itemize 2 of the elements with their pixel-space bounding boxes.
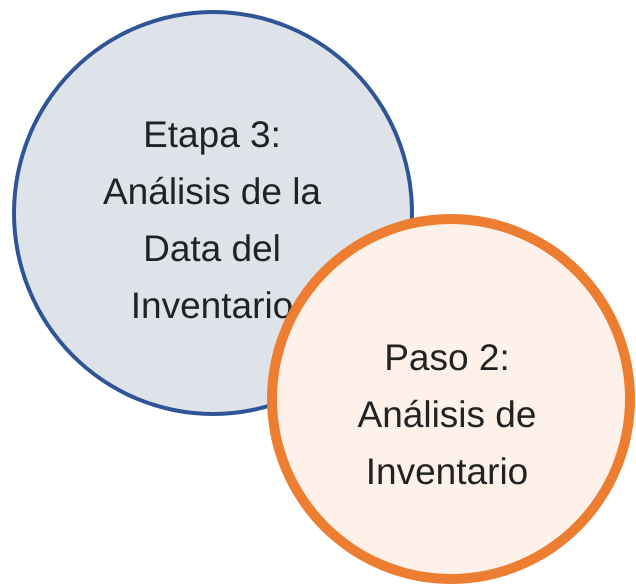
stage-title: Paso 2: Análisis de Inventario [356, 336, 538, 494]
stage-title: Etapa 3: Análisis de la Data del Inventario [102, 113, 322, 328]
